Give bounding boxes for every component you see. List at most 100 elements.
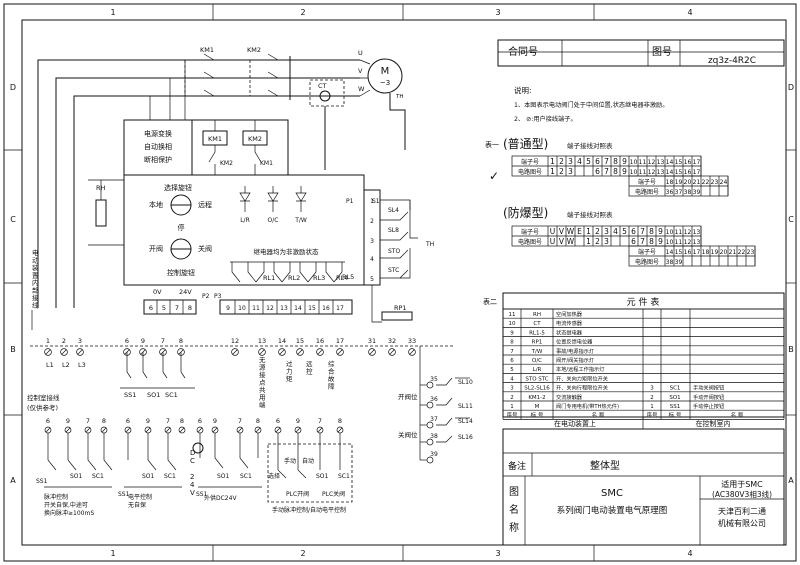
term-cell: 22 [702,179,710,186]
button-so1: SO1 [147,391,160,399]
connector-p3: P3 [214,293,222,300]
parts-row: 9 [510,330,514,336]
terminal-number: 33 [408,337,416,345]
coil-box [191,119,289,176]
parts-row: 8 [510,340,514,346]
parts-header: 标 号 [531,411,544,419]
table1-title-main: (普通型) [503,137,548,151]
term-cell: 3 [568,157,573,166]
ct-symbol [319,90,331,102]
term-cell: 13 [657,159,665,166]
control-knob-title: 控制旋钮 [167,268,195,277]
control-room-note: (仅供参考) [27,403,58,412]
term-header: 端子号 [638,178,656,186]
position-close: 关阀位 [398,430,418,439]
term-cell: 15 [675,249,683,256]
cr-plc-open: PLC开阀 [286,490,309,498]
parts-row: 2 [650,395,654,401]
term-cell: 12 [684,239,692,246]
term-cell: 10 [630,169,638,176]
term-cell: U [550,237,556,246]
row-label-left-a: A [10,476,16,485]
limit-sl4: SL4 [388,207,399,214]
terminal-box-label: 13 [280,305,288,312]
col-label-top-4: 4 [687,8,692,17]
notes-line-1: 1、本图表示电动阀门处于中间位置,状态继电器非激励。 [514,101,668,109]
motor-phase: ~3 [380,79,390,87]
rp1-leads [371,285,382,323]
terminal-number: 31 [368,337,376,345]
term-cell: V [559,237,565,246]
limit-stc: STC [388,267,399,274]
limit-terminal: 4 [370,256,374,263]
parts-row: SC1 [670,386,681,392]
power-box-line-2: 自动换相 [144,142,172,151]
term-cell: 13 [657,169,665,176]
table1-title-sub: 端子接线对照表 [567,141,613,150]
term-cell: 9 [622,167,627,176]
cr-so1-b: SO1 [142,473,155,480]
parts-row: 手动开阀按钮 [693,393,724,401]
title-subtitle: 系列阀门电动装置电气原理图 [557,505,668,516]
terminal-number: 16 [316,337,324,345]
cr-so1-c: SO1 [217,473,230,480]
parts-row: SS1 [670,404,680,410]
km1-label: KM1 [200,46,214,54]
relay-title: 继电器均为非激励状态 [254,247,320,256]
selector-local: 本地 [149,200,163,209]
parts-row: 开、关向力矩限位开关 [556,374,608,382]
term-cell: W [567,237,575,246]
row-label-left-d: D [10,83,16,92]
term-cell: 20 [720,249,728,256]
term-cell: 11 [639,159,647,166]
term-cell: 36 [666,189,674,196]
parts-title: 元 件 表 [627,296,660,308]
term-header: 端子号 [638,248,656,256]
cr-ss1-a: SS1 [36,478,48,485]
km2-contact-label: KM2 [220,160,233,167]
term-cell: 8 [613,157,618,166]
limit-sl8: SL8 [388,227,399,234]
control-room-switches [44,433,353,503]
term-header: 电路图号 [635,188,659,196]
terminal-box-label: 9 [226,305,230,312]
motor-leads [359,59,371,97]
limit-terminal: 3 [370,238,374,245]
term-cell: 9 [658,227,663,236]
terminal-number: 9 [141,337,145,345]
button-sc1: SC1 [165,391,178,399]
remark-label: 备注 [508,460,526,472]
parts-row: KM1-2 [528,395,545,401]
row-label-left-c: C [10,215,16,224]
terminal-box-label: 7 [175,304,179,312]
dc24-source-symbol [192,442,204,454]
parts-location-left: 在电动装置上 [554,419,596,428]
term-cell: 13 [693,229,701,236]
parts-row: 4 [510,376,514,382]
parts-row: 1 [650,404,654,410]
term-cell: 16 [684,159,692,166]
inner-frame [21,19,787,546]
table1-check-mark: ✓ [489,169,499,183]
term-header: 端子号 [521,228,539,236]
terminal-box-p3 [219,299,353,315]
term-cell: 21 [729,249,737,256]
coil-feed [214,120,256,131]
parts-row: RP1 [532,340,543,346]
term-cell: 6 [631,237,636,246]
term-cell: 5 [622,227,627,236]
parts-row: STO STC [525,376,548,382]
terminal-number: 32 [388,337,396,345]
position-terminal: 37 [430,416,438,423]
terminal-number: 8 [179,337,183,345]
parts-row: CT [533,321,541,327]
term-cell: 3 [604,237,609,246]
remark-value: 整体型 [590,459,620,472]
